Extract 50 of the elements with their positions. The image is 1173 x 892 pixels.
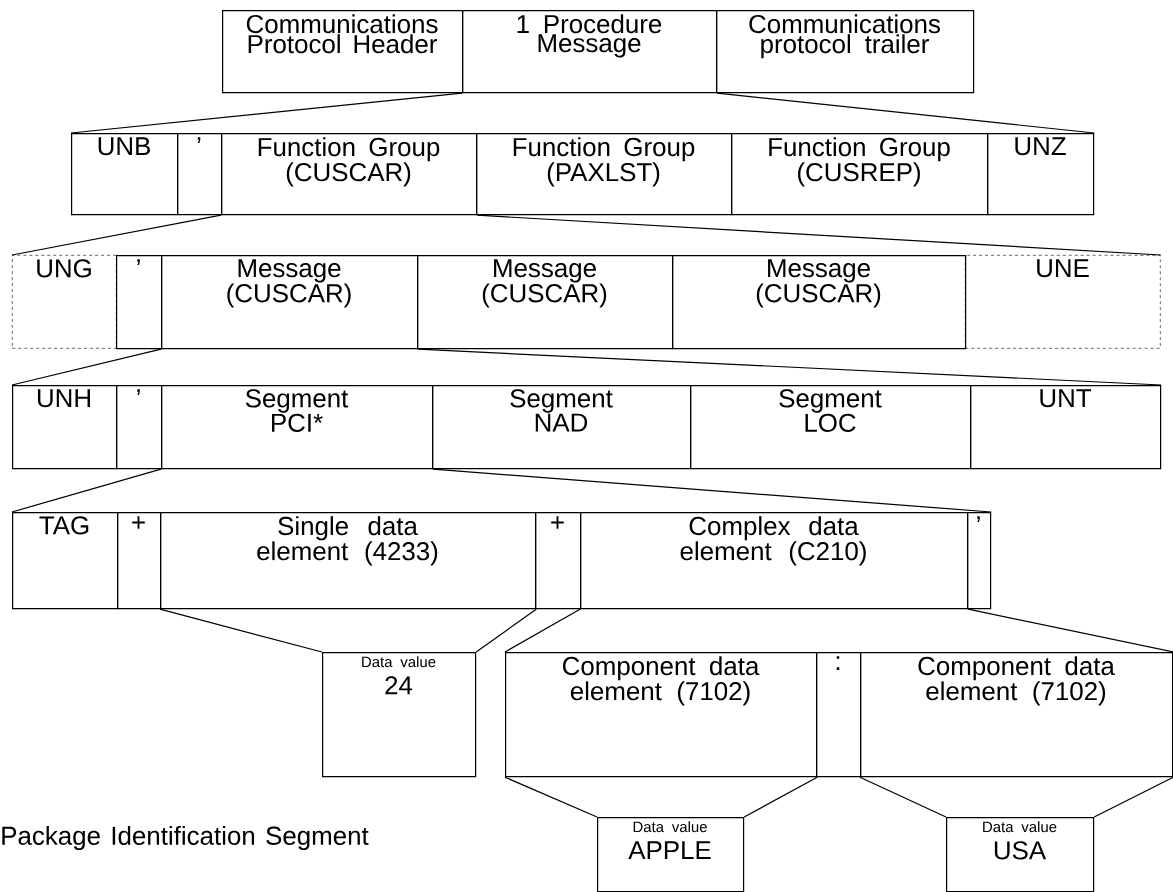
expansion-line (159, 608, 323, 653)
expansion-line (11, 348, 162, 386)
expansion-line (417, 348, 1162, 386)
structure-cell: Function Group (CUSCAR) (221, 133, 478, 216)
structure-cell: Component data element (7102) (860, 652, 1173, 778)
expansion-line (475, 608, 537, 653)
structure-cell: + (117, 512, 162, 610)
structure-cell: Segment NAD (432, 385, 692, 470)
structure-cell: Complex data element (C210) (580, 512, 969, 610)
structure-cell: Communications protocol trailer (716, 10, 975, 94)
structure-cell: ’ (116, 385, 163, 470)
structure-cell: Function Group (CUSREP) (731, 133, 989, 216)
structure-cell: Message (CUSCAR) (672, 255, 967, 350)
structure-cell: UNG (12, 255, 117, 349)
structure-cell: UNH (12, 385, 118, 470)
structure-cell: Segment PCI* (161, 385, 434, 470)
expansion-line (504, 776, 598, 818)
structure-cell: + (535, 512, 582, 610)
structure-cell: Communications Protocol Header (222, 10, 464, 94)
expansion-line (716, 92, 1095, 134)
structure-cell: TAG (12, 512, 119, 610)
note-text: Package Identification Segment (2, 825, 369, 851)
structure-cell: UNE (965, 255, 1161, 349)
expansion-line (504, 608, 581, 653)
structure-cell: Single data element (4233) (160, 512, 537, 610)
structure-cell: UNZ (987, 133, 1095, 216)
expansion-line (432, 468, 992, 513)
structure-cell: : (816, 652, 862, 778)
expansion-line (476, 214, 1162, 256)
expansion-line (1093, 776, 1173, 818)
structure-cell: Component data element (7102) (505, 652, 818, 778)
value-box: Data value 24 (322, 652, 477, 778)
structure-cell: Message (CUSCAR) (417, 255, 674, 350)
expansion-line (967, 608, 1173, 653)
structure-cell: Segment LOC (690, 385, 972, 470)
expansion-line (743, 776, 818, 818)
structure-cell: UNT (970, 385, 1162, 470)
structure-cell: Function Group (PAXLST) (476, 133, 733, 216)
value-box: Data value APPLE (597, 817, 745, 892)
expansion-line (11, 214, 222, 256)
value-box: Data value USA (946, 817, 1095, 892)
structure-cell: UNB (71, 133, 179, 216)
expansion-line (70, 92, 463, 134)
structure-cell: ’ (116, 255, 163, 350)
expansion-line (11, 468, 162, 513)
structure-cell: ’ (967, 512, 992, 610)
structure-cell: ’ (177, 133, 223, 216)
expansion-line (859, 776, 947, 818)
structure-cell: Message (CUSCAR) (161, 255, 419, 350)
structure-cell: 1 Procedure Message (462, 10, 718, 94)
